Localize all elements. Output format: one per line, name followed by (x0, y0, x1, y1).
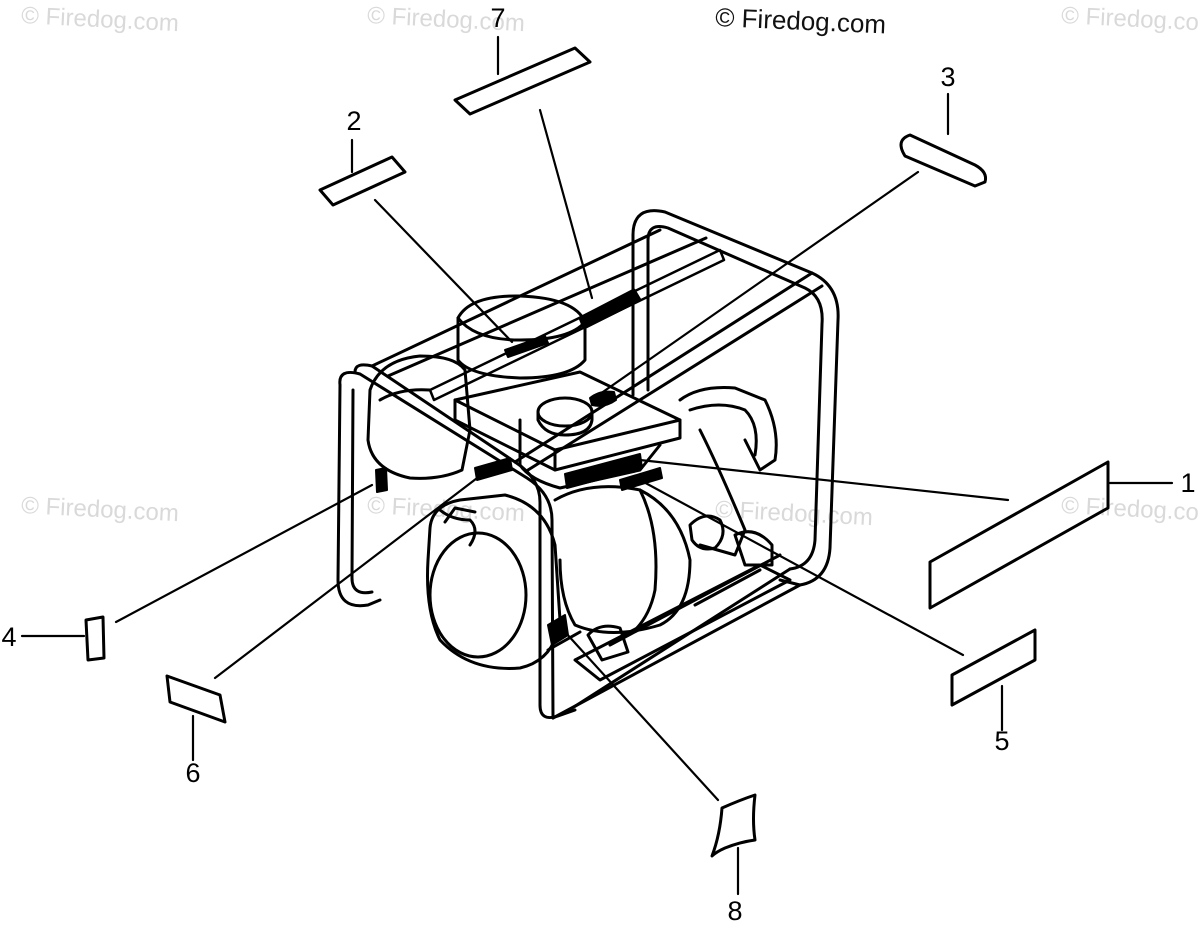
leader-1 (638, 458, 1010, 502)
decal-1-shape (928, 460, 1110, 610)
decal-4-shape (84, 615, 106, 662)
decal-shapes (84, 46, 1110, 858)
leader-3 (598, 170, 920, 396)
callout-8: 8 (727, 896, 742, 925)
decal-6-shape (165, 674, 227, 724)
leader-lines (20, 35, 1174, 896)
decal-2-shape (318, 155, 407, 207)
callout-5: 5 (994, 726, 1009, 756)
callout-2: 2 (346, 106, 361, 136)
leader-8 (563, 630, 720, 802)
callout-4: 4 (1, 622, 16, 652)
callout-numbers: 7 2 3 1 5 4 6 8 (1, 3, 1195, 925)
engine (366, 294, 792, 682)
decal-8-shape (710, 793, 757, 858)
decal-3-shape (899, 133, 987, 188)
callout-3: 3 (940, 62, 955, 92)
callout-6: 6 (185, 758, 200, 788)
leader-7 (538, 108, 594, 300)
leader-2 (373, 198, 514, 344)
decal-markers (375, 335, 663, 646)
callout-1: 1 (1180, 468, 1195, 498)
leader-6 (213, 470, 487, 680)
leader-5 (638, 478, 965, 657)
decal-7-shape (453, 46, 592, 116)
leader-4 (114, 483, 374, 624)
decal-5-shape (950, 628, 1037, 707)
callout-7: 7 (490, 3, 505, 33)
